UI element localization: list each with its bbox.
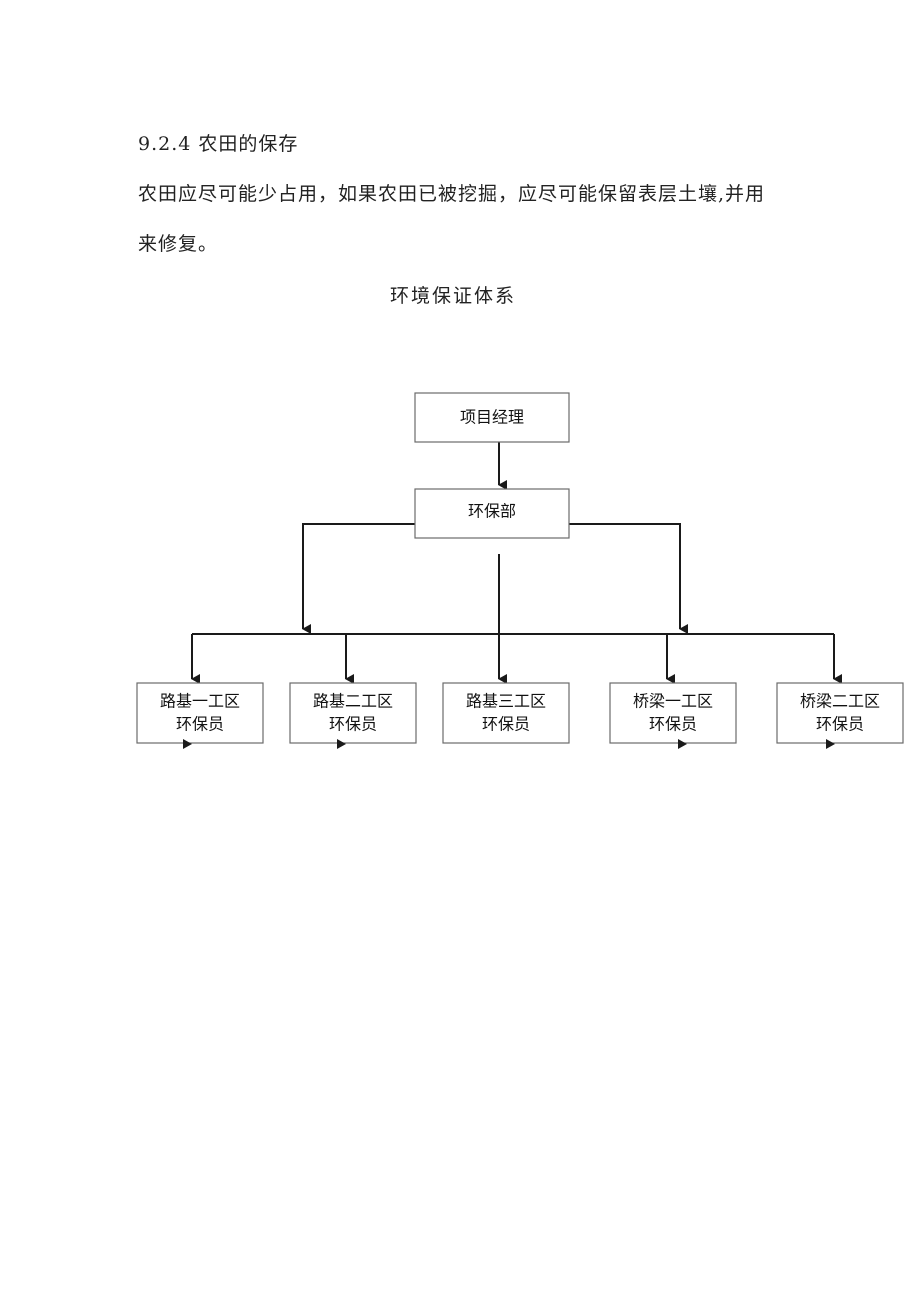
- node-unit-4-line2: 环保员: [649, 715, 697, 734]
- node-unit-5-line2: 环保员: [816, 715, 864, 734]
- node-unit-5: 桥梁二工区 环保员: [776, 682, 904, 749]
- diagram-title: 环境保证体系: [389, 285, 516, 307]
- node-unit-3: 路基三工区 环保员: [442, 682, 570, 744]
- paragraph-line-2: 来修复。: [138, 233, 219, 255]
- node-env-dept-label: 环保部: [468, 502, 516, 521]
- node-project-manager-label: 项目经理: [460, 408, 524, 427]
- org-chart-edges: [191, 442, 842, 684]
- node-unit-1-marker-icon: [183, 739, 192, 749]
- node-project-manager: 项目经理: [414, 392, 570, 443]
- node-unit-1: 路基一工区 环保员: [136, 682, 264, 749]
- node-unit-3-line1: 路基三工区: [466, 692, 546, 711]
- node-unit-3-line2: 环保员: [482, 715, 530, 734]
- node-unit-4-marker-icon: [678, 739, 687, 749]
- edge-dept-left: [302, 523, 415, 634]
- node-unit-2-line1: 路基二工区: [313, 692, 393, 711]
- node-unit-1-line2: 环保员: [176, 715, 224, 734]
- paragraph-line-1: 农田应尽可能少占用，如果农田已被挖掘，应尽可能保留表层土壤,并用: [138, 183, 766, 205]
- node-unit-5-line1: 桥梁二工区: [800, 692, 880, 711]
- node-unit-2-marker-icon: [337, 739, 346, 749]
- node-env-dept: 环保部: [414, 488, 570, 539]
- node-unit-4-line1: 桥梁一工区: [633, 692, 713, 711]
- node-unit-2-line2: 环保员: [329, 715, 377, 734]
- node-unit-1-line1: 路基一工区: [160, 692, 240, 711]
- node-unit-4: 桥梁一工区 环保员: [609, 682, 737, 749]
- edge-dept-right: [569, 523, 688, 634]
- org-chart: 项目经理 环保部 路基一工区 环保员 路基二工区 环保员 路基三工区 环保员 桥…: [136, 392, 904, 749]
- section-heading: 9.2.4 农田的保存: [138, 133, 299, 155]
- node-unit-2: 路基二工区 环保员: [289, 682, 417, 749]
- node-unit-5-marker-icon: [826, 739, 835, 749]
